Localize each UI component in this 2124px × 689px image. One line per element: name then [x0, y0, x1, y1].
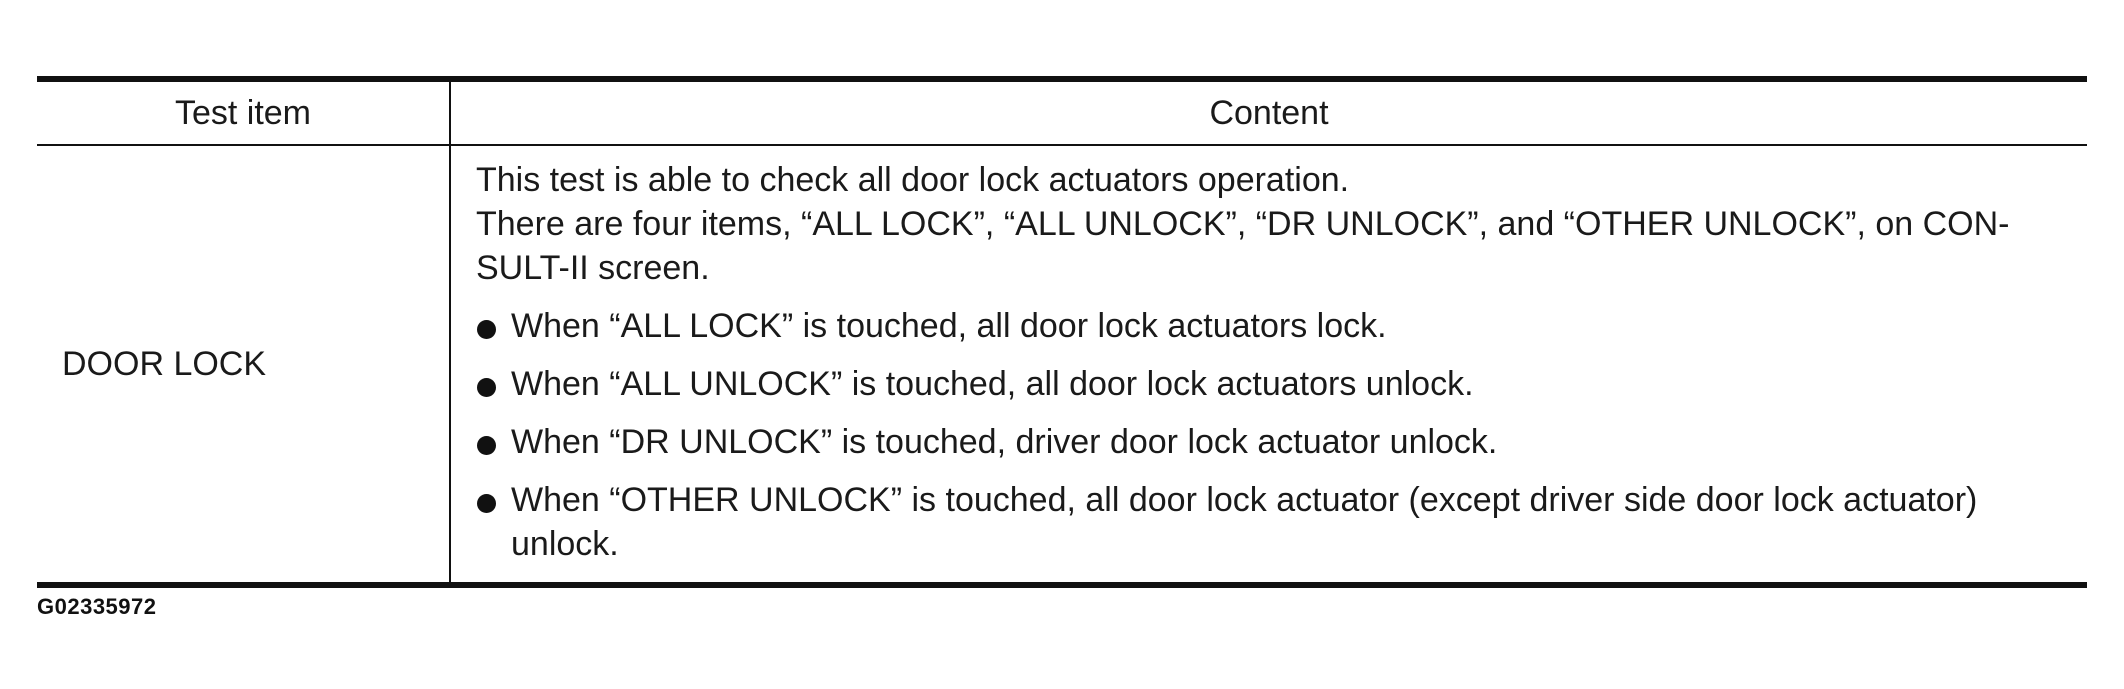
intro-line: There are four items, “ALL LOCK”, “ALL U… — [476, 205, 2010, 243]
list-item: When “DR UNLOCK” is touched, driver door… — [476, 420, 2047, 464]
table-row: DOOR LOCK This test is able to check all… — [37, 145, 2087, 585]
bullet-icon — [477, 378, 496, 397]
intro-line: SULT-II screen. — [476, 249, 710, 287]
bullet-icon — [477, 436, 496, 455]
bullet-list: When “ALL LOCK” is touched, all door loc… — [476, 304, 2047, 566]
list-item-text: When “DR UNLOCK” is touched, driver door… — [511, 423, 1498, 461]
header-content: Content — [450, 79, 2087, 146]
active-test-table: Test item Content DOOR LOCK This test is… — [37, 76, 2087, 588]
list-item: When “ALL UNLOCK” is touched, all door l… — [476, 362, 2047, 406]
list-item-text: When “OTHER UNLOCK” is touched, all door… — [511, 481, 1978, 563]
list-item-text: When “ALL LOCK” is touched, all door loc… — [511, 307, 1387, 345]
bullet-icon — [477, 494, 496, 513]
bullet-icon — [477, 320, 496, 339]
test-item-cell: DOOR LOCK — [37, 145, 451, 585]
table-header-row: Test item Content — [37, 79, 2087, 146]
header-test-item: Test item — [37, 79, 451, 146]
intro-line: This test is able to check all door lock… — [476, 161, 1350, 199]
figure-code: G02335972 — [37, 594, 157, 619]
content-cell: This test is able to check all door lock… — [450, 145, 2087, 585]
list-item: When “ALL LOCK” is touched, all door loc… — [476, 304, 2047, 348]
list-item: When “OTHER UNLOCK” is touched, all door… — [476, 478, 2047, 566]
list-item-text: When “ALL UNLOCK” is touched, all door l… — [511, 365, 1474, 403]
